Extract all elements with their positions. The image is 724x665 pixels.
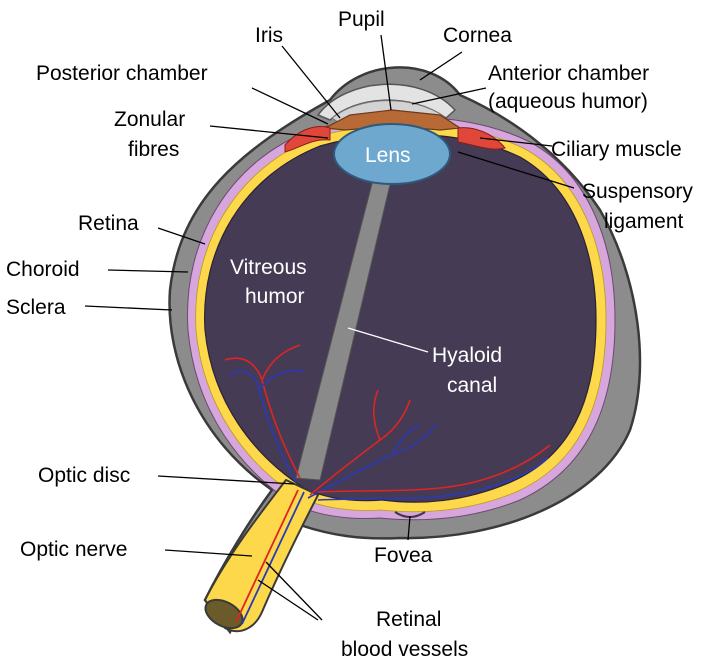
label-optic-disc: Optic disc xyxy=(38,464,130,487)
label-vitreous-line2: humor xyxy=(245,285,305,308)
label-ciliary-muscle: Ciliary muscle xyxy=(551,138,682,161)
label-suspensory-line1: Suspensory xyxy=(582,180,693,203)
vitreous-body xyxy=(205,134,596,502)
label-cornea: Cornea xyxy=(443,24,512,47)
label-choroid: Choroid xyxy=(6,258,80,281)
label-sclera: Sclera xyxy=(6,296,66,319)
label-fovea: Fovea xyxy=(374,544,433,567)
label-zonular-line1: Zonular xyxy=(114,108,185,131)
label-optic-nerve: Optic nerve xyxy=(20,538,127,561)
label-anterior-chamber-line2: (aqueous humor) xyxy=(488,90,648,113)
label-hyaloid-line1: Hyaloid xyxy=(432,344,502,367)
label-vitreous-line1: Vitreous xyxy=(230,256,307,279)
label-iris: Iris xyxy=(255,24,283,47)
label-retinal-vessels-line1: Retinal xyxy=(376,608,441,631)
label-retinal-vessels-line2: blood vessels xyxy=(341,638,468,661)
label-pupil: Pupil xyxy=(338,8,385,31)
label-posterior-chamber: Posterior chamber xyxy=(36,62,208,85)
label-retina: Retina xyxy=(78,212,139,235)
label-suspensory-line2: ligament xyxy=(604,210,684,233)
label-lens: Lens xyxy=(365,144,411,167)
label-hyaloid-line2: canal xyxy=(447,374,497,397)
label-zonular-line2: fibres xyxy=(128,138,179,161)
label-anterior-chamber-line1: Anterior chamber xyxy=(488,62,649,85)
